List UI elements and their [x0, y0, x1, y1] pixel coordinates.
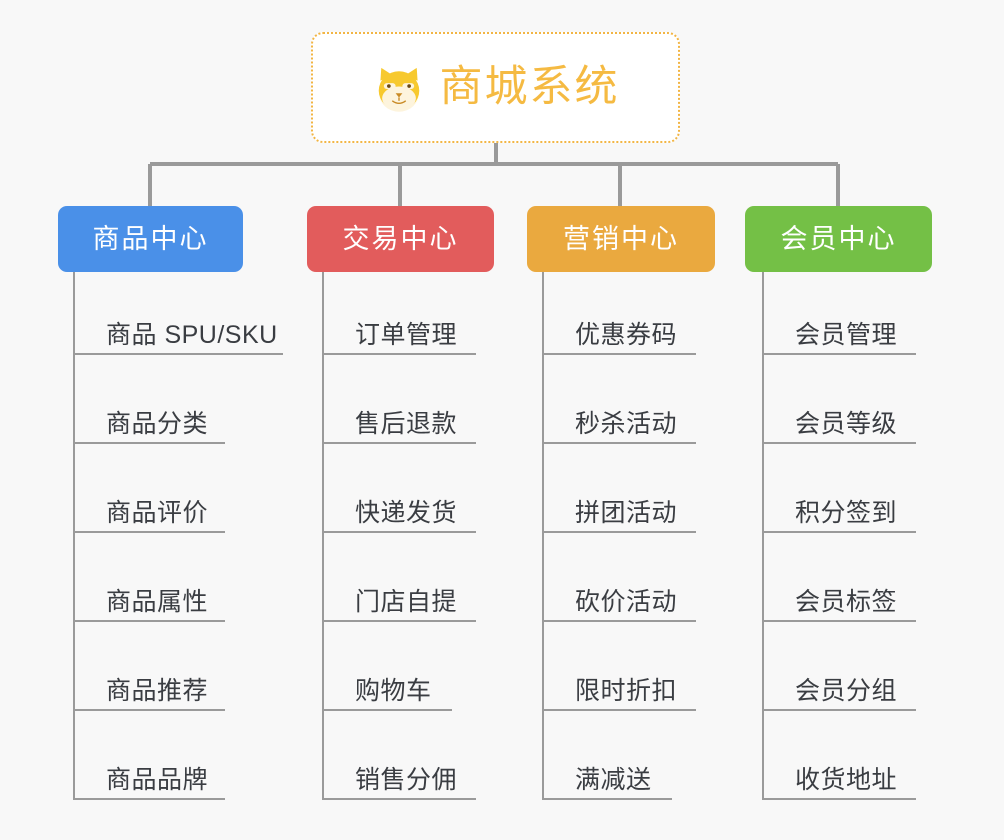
leaf-underline	[544, 353, 696, 355]
leaf-item-label: 销售分佣	[355, 766, 458, 794]
leaf-item-label: 商品属性	[106, 588, 209, 616]
leaf-item-label: 商品推荐	[106, 677, 209, 705]
leaf-underline	[544, 442, 696, 444]
branch-label: 商品中心	[92, 223, 209, 254]
leaf-item-label: 拼团活动	[575, 499, 678, 527]
leaf-item-label: 满减送	[575, 766, 652, 794]
leaf-underline	[544, 709, 696, 711]
leaf-underline	[75, 442, 225, 444]
leaf-item-label: 商品 SPU/SKU	[106, 321, 278, 349]
leaf-underline	[764, 798, 916, 800]
branch-node-2[interactable]: 交易中心	[307, 206, 494, 272]
leaf-underline	[544, 620, 696, 622]
leaf-underline	[764, 709, 916, 711]
leaf-item-label: 商品分类	[106, 410, 209, 438]
leaf-underline	[764, 442, 916, 444]
leaf-underline	[324, 531, 476, 533]
leaf-item-label: 快递发货	[355, 499, 458, 527]
leaf-underline	[75, 798, 225, 800]
root-node-mall-system[interactable]: 商城系统	[311, 32, 680, 143]
leaf-item-label: 砍价活动	[575, 588, 678, 616]
leaf-item-label: 秒杀活动	[575, 410, 678, 438]
branch-label: 营销中心	[563, 223, 679, 254]
leaf-underline	[764, 531, 916, 533]
branch-label: 会员中心	[780, 223, 897, 254]
leaf-item-label: 门店自提	[355, 588, 458, 616]
leaf-underline	[324, 620, 476, 622]
leaf-underline	[544, 531, 696, 533]
leaf-item-label: 会员等级	[795, 410, 898, 438]
leaf-underline	[75, 620, 225, 622]
branch-node-3[interactable]: 营销中心	[527, 206, 715, 272]
leaf-underline	[324, 442, 476, 444]
leaf-underline	[75, 709, 225, 711]
shiba-dog-face-icon	[378, 67, 419, 112]
leaf-underline	[324, 798, 476, 800]
leaf-underline	[324, 709, 452, 711]
leaf-item-label: 购物车	[355, 677, 432, 705]
branch-node-4[interactable]: 会员中心	[745, 206, 932, 272]
leaf-item-label: 积分签到	[795, 499, 898, 527]
leaf-item-label: 商品评价	[106, 499, 209, 527]
leaf-item-label: 会员分组	[795, 677, 898, 705]
leaf-underline	[75, 353, 283, 355]
leaf-underline	[75, 531, 225, 533]
leaf-underline	[324, 353, 476, 355]
leaf-item-label: 会员管理	[795, 321, 898, 349]
leaf-spine	[762, 272, 764, 800]
leaf-item-label: 优惠券码	[575, 321, 678, 349]
leaf-underline	[544, 798, 672, 800]
leaf-spine	[73, 272, 75, 800]
leaf-item-label: 收货地址	[795, 766, 898, 794]
branch-node-1[interactable]: 商品中心	[58, 206, 243, 272]
root-title: 商城系统	[439, 63, 620, 111]
leaf-item-label: 会员标签	[795, 588, 898, 616]
leaf-item-label: 订单管理	[355, 321, 458, 349]
leaf-underline	[764, 620, 916, 622]
branch-label: 交易中心	[342, 223, 459, 254]
leaf-item-label: 售后退款	[355, 410, 458, 438]
leaf-item-label: 限时折扣	[575, 677, 678, 705]
leaf-spine	[322, 272, 324, 800]
leaf-item-label: 商品品牌	[106, 766, 209, 794]
leaf-underline	[764, 353, 916, 355]
leaf-spine	[542, 272, 544, 800]
